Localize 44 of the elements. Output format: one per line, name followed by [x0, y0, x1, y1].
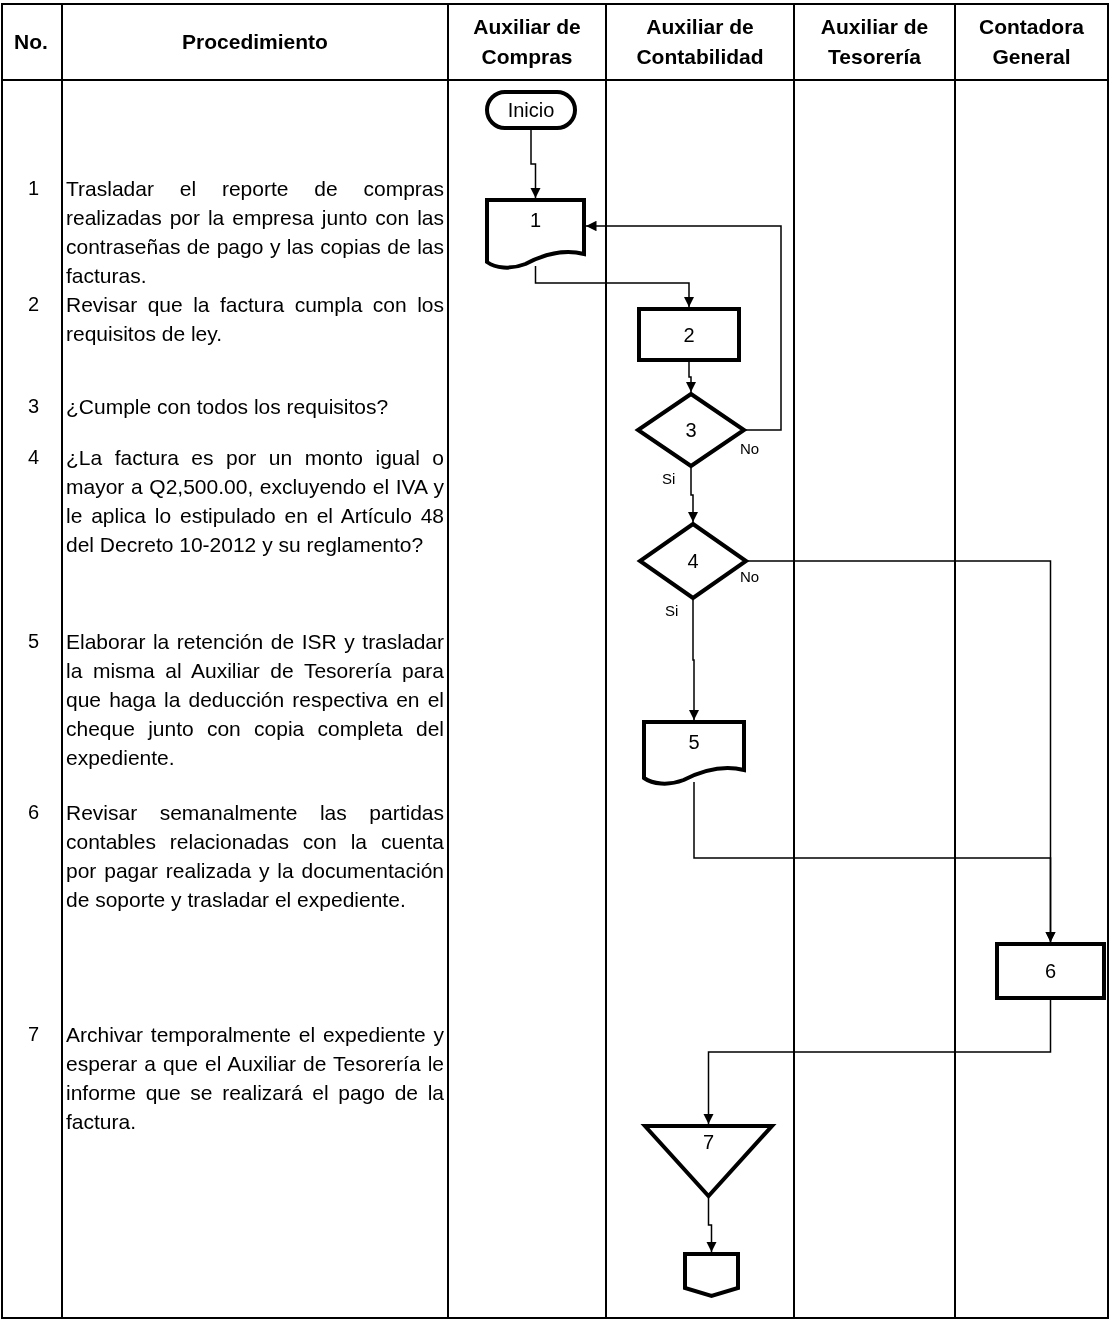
column-header: No.	[14, 29, 48, 55]
start-terminator	[485, 90, 577, 130]
column-header: Contadora General	[978, 14, 1085, 70]
step-description: Revisar semanalmente las partidas contables relacionadas con la cuenta por pagar realizada y la documentación de soporte y trasladar el expediente.	[66, 800, 444, 913]
node-label: 3	[685, 418, 697, 442]
arrow	[703, 999, 1052, 1125]
process-box	[995, 942, 1106, 1000]
step-number: 7	[28, 1022, 40, 1047]
step-description: Elaborar la retención de ISR y trasladar la misma al Auxiliar de Tesorería para que haga la deducción respectiva en el cheque junto con copia completa del expediente.	[66, 629, 444, 771]
arrow	[687, 467, 699, 523]
arrow	[706, 1197, 717, 1253]
node-label: 1	[529, 208, 542, 232]
step-number: 2	[28, 292, 40, 317]
document-shape	[642, 720, 746, 786]
node-label: 5	[688, 730, 700, 754]
archive-triangle	[643, 1124, 774, 1198]
node-label: 6	[1044, 959, 1057, 983]
arrow	[693, 781, 1056, 943]
arrow	[585, 220, 782, 431]
node-label: 2	[683, 322, 695, 347]
document-shape	[485, 198, 586, 270]
step-description: ¿La factura es por un monto igual o mayor a Q2,500.00, excluyendo el IVA y le aplica lo estipulado en el Artículo 48 del Decreto 10-2012 y su reglamento?	[66, 445, 444, 558]
arrow	[688, 599, 700, 721]
step-description: Trasladar el reporte de compras realizadas por la empresa junto con las contraseñas de pago y las copias de las facturas.	[66, 176, 444, 289]
step-number: 1	[28, 176, 40, 201]
arrow	[530, 129, 541, 199]
step-number: 4	[28, 445, 40, 470]
arrow	[685, 361, 697, 393]
column-header: Auxiliar de Tesorería	[819, 14, 930, 70]
process-box	[637, 307, 741, 362]
step-description: ¿Cumple con todos los requisitos?	[66, 394, 390, 420]
column-header: Procedimiento	[182, 29, 328, 55]
step-description: Revisar que la factura cumpla con los requisitos de ley.	[66, 292, 444, 347]
column-header: Auxiliar de Compras	[472, 14, 582, 70]
step-number: 5	[28, 629, 40, 654]
node-label: 7	[702, 1130, 715, 1154]
offpage-connector	[683, 1252, 740, 1298]
arrow	[534, 265, 695, 308]
node-label: 4	[687, 549, 699, 573]
step-number: 3	[28, 394, 40, 419]
step-description: Archivar temporalmente el expediente y esperar a que el Auxiliar de Tesorería le informe que se realizará el pago de la factura.	[66, 1022, 444, 1135]
step-number: 6	[28, 800, 40, 825]
node-label: Inicio	[507, 98, 555, 122]
column-header: Auxiliar de Contabilidad	[635, 14, 765, 70]
